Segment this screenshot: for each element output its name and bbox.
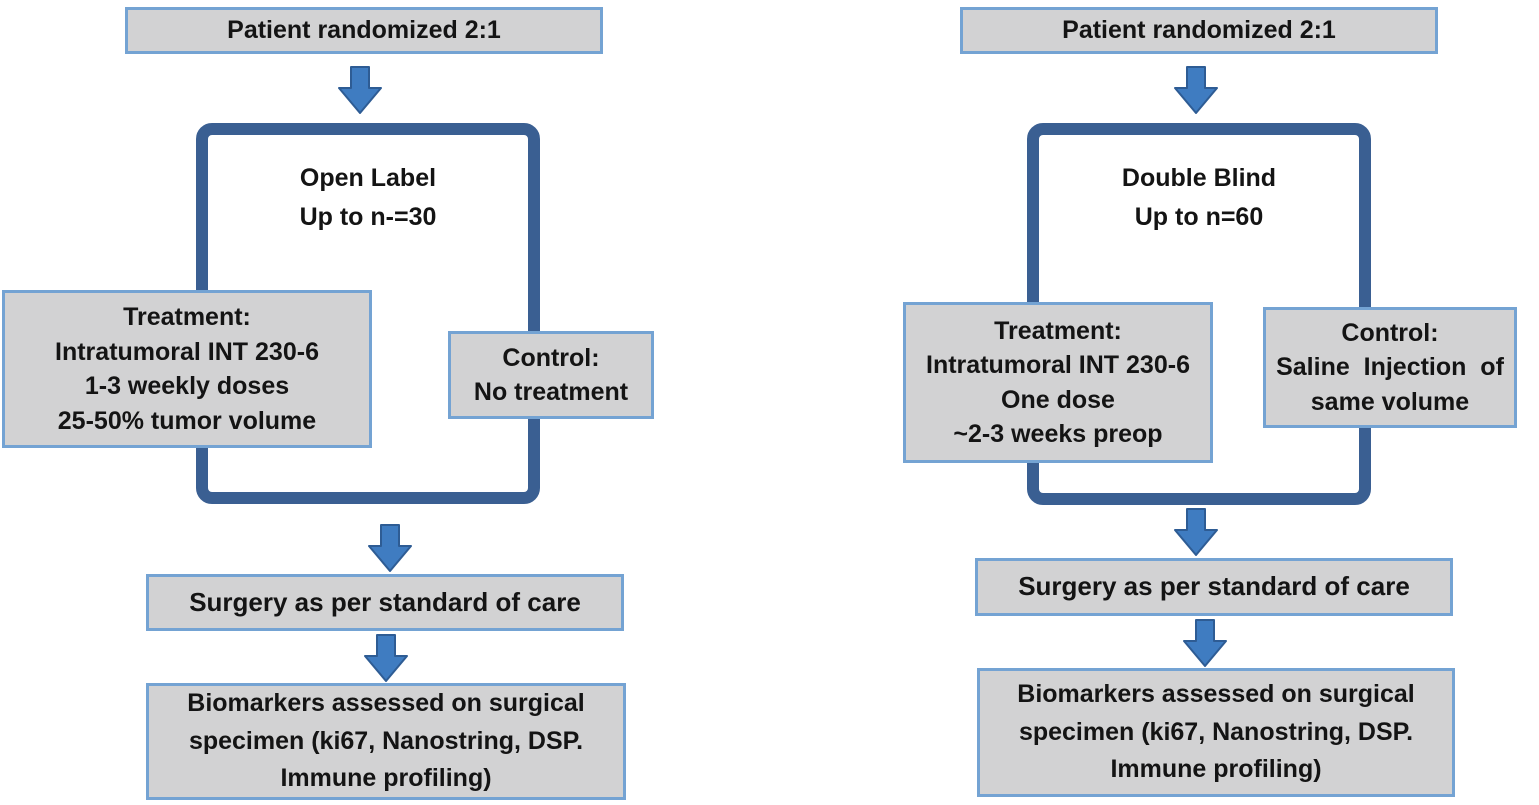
down-arrow-icon	[1174, 66, 1218, 114]
surgery-box: Surgery as per standard of care	[146, 574, 624, 631]
control-box: Control: Saline Injection of same volume	[1263, 307, 1517, 428]
surgery-box: Surgery as per standard of care	[975, 558, 1453, 616]
down-arrow-icon	[1174, 508, 1218, 556]
phase-title: Double Blind Up to n=60	[1121, 164, 1277, 231]
down-arrow-icon	[338, 66, 382, 114]
down-arrow-icon	[364, 634, 408, 682]
randomized-box: Patient randomized 2:1	[125, 7, 603, 54]
treatment-box: Treatment: Intratumoral INT 230-6 1-3 we…	[2, 290, 372, 448]
down-arrow-icon	[1183, 619, 1227, 667]
randomized-box: Patient randomized 2:1	[960, 7, 1438, 54]
phase-title: Open Label Up to n-=30	[299, 164, 437, 231]
down-arrow-icon	[368, 524, 412, 572]
biomarkers-box: Biomarkers assessed on surgical specimen…	[146, 683, 626, 800]
treatment-box: Treatment: Intratumoral INT 230-6 One do…	[903, 302, 1213, 463]
control-box: Control: No treatment	[448, 331, 654, 419]
biomarkers-box: Biomarkers assessed on surgical specimen…	[977, 668, 1455, 797]
